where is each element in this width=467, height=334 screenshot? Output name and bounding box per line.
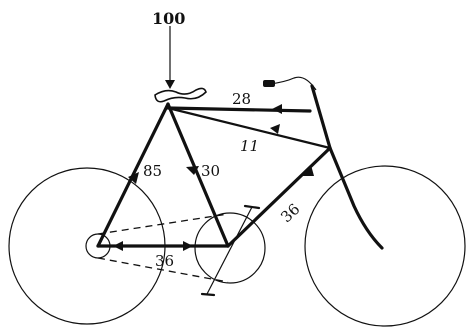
seat-stay-arrow xyxy=(128,172,139,184)
front-wheel xyxy=(304,165,466,327)
chain-upper xyxy=(97,213,229,235)
seat-stay-force-label: 85 xyxy=(143,162,162,180)
crank-arm xyxy=(206,206,253,295)
down-tube-arrow xyxy=(301,165,314,176)
chain-stay-arrow-right xyxy=(183,241,193,251)
front-fork xyxy=(310,84,384,250)
pedal-top xyxy=(243,204,261,210)
chain-stay-force-label: 36 xyxy=(155,252,174,270)
top-tube-force-label: 28 xyxy=(232,90,251,108)
diagonal-tube-force-label: 11 xyxy=(240,137,259,155)
load-arrow-head xyxy=(165,80,175,89)
chainring xyxy=(194,212,266,284)
saddle xyxy=(154,87,207,103)
top-tube-arrow xyxy=(272,104,282,114)
chain-stay-arrow-left xyxy=(113,241,123,251)
seat-tube-member xyxy=(166,102,230,248)
seat-tube-arrow xyxy=(186,166,199,175)
chain-lower xyxy=(97,257,229,283)
pedal-bottom xyxy=(200,292,216,297)
handlebar xyxy=(269,76,317,91)
seat-tube-force-label: 30 xyxy=(201,162,220,180)
diagonal-tube-arrow xyxy=(270,124,280,134)
diagonal-tube-member xyxy=(166,106,332,150)
down-tube-member xyxy=(226,146,332,248)
top-tube-member xyxy=(166,106,312,113)
load-label: 100 xyxy=(152,9,185,28)
down-tube-force-label: 36 xyxy=(277,200,303,226)
handlebar-grip xyxy=(263,80,275,87)
